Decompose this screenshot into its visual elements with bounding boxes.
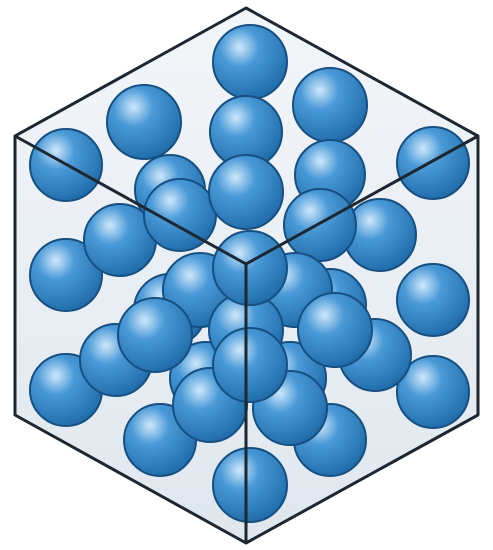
sphere [284,189,356,261]
sphere [213,448,287,522]
sphere [397,127,469,199]
sphere [213,25,287,99]
sphere [213,231,287,305]
sphere [118,298,192,372]
sphere [209,155,283,229]
sphere [397,264,469,336]
sphere [107,85,181,159]
sphere [213,328,287,402]
sphere [293,68,367,142]
sphere [298,293,372,367]
